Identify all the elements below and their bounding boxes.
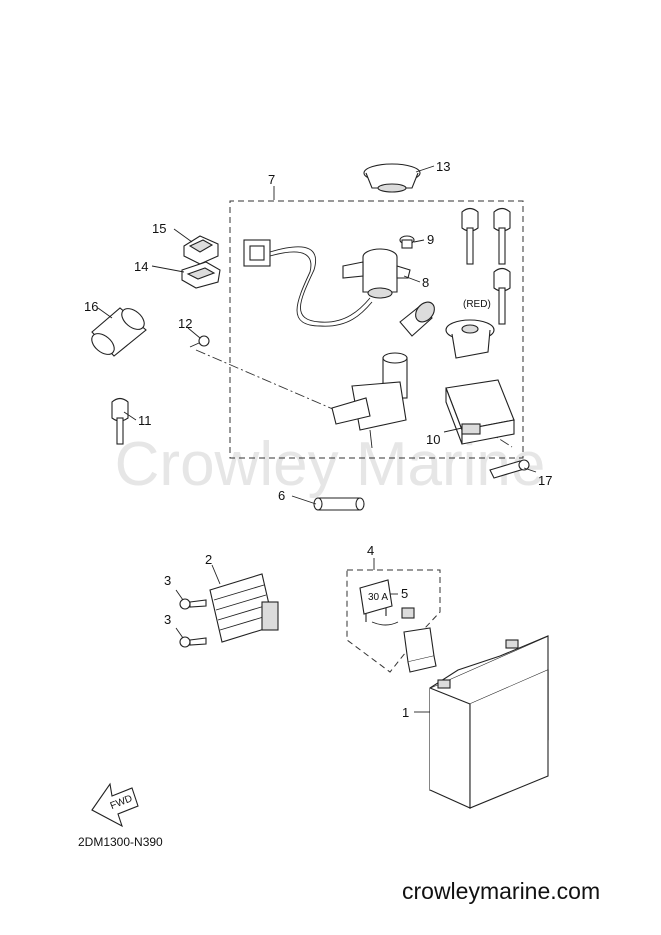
part-5-fuse[interactable]: 30 A (359, 579, 415, 626)
assembly-4-outline (346, 569, 441, 673)
callout-16: 16 (84, 299, 98, 314)
fuse-rating-label: 30 A (368, 592, 388, 603)
part-9-screw[interactable] (399, 235, 415, 249)
part-1-battery[interactable] (429, 635, 549, 809)
part-7-main-switch-harness[interactable] (243, 239, 373, 327)
part-3-screw-upper[interactable] (179, 598, 207, 610)
assembly-7-outline (229, 200, 524, 459)
part-10-control-module[interactable] (445, 379, 515, 445)
lock-cylinder[interactable] (399, 298, 438, 337)
callout-11: 11 (138, 413, 152, 428)
callout-12: 12 (178, 316, 192, 331)
callout-14: 14 (134, 259, 148, 274)
seat-lock[interactable] (445, 319, 495, 359)
part-8-switch-body[interactable] (342, 248, 411, 299)
callout-13: 13 (436, 159, 450, 174)
callout-1: 1 (402, 705, 409, 720)
part-2-rectifier-regulator[interactable] (209, 573, 279, 643)
callout-6: 6 (278, 488, 285, 503)
callout-2: 2 (205, 552, 212, 567)
callout-9: 9 (427, 232, 434, 247)
part-6-tube[interactable] (313, 497, 365, 511)
part-16-cover-tube[interactable] (88, 305, 148, 359)
site-url: crowleymarine.com (402, 878, 600, 904)
part-13-cover[interactable] (363, 163, 421, 193)
callout-3-lower: 3 (164, 612, 171, 627)
callout-8: 8 (422, 275, 429, 290)
part-3-screw-lower[interactable] (179, 636, 207, 648)
callout-3-upper: 3 (164, 573, 171, 588)
keys-set[interactable] (461, 207, 511, 325)
diagram-code: 2DM1300-N390 (78, 835, 163, 849)
forward-direction-arrow: FWD (91, 782, 139, 828)
callout-4: 4 (367, 543, 374, 558)
part-12-screw[interactable] (189, 335, 210, 348)
callout-15: 15 (152, 221, 166, 236)
part-17-bolt[interactable] (489, 459, 530, 479)
callout-10: 10 (426, 432, 440, 447)
red-key-label: (RED) (463, 299, 491, 310)
part-15-coupler[interactable] (183, 235, 219, 265)
callout-5: 5 (401, 586, 408, 601)
main-switch[interactable] (331, 352, 408, 449)
assembly-reference-line (195, 349, 336, 411)
starter-relay[interactable] (403, 627, 437, 673)
part-11-key[interactable] (111, 397, 129, 445)
part-14-coupler[interactable] (181, 261, 221, 289)
callout-17: 17 (538, 473, 552, 488)
callout-7: 7 (268, 172, 275, 187)
leader-lines (97, 165, 537, 713)
